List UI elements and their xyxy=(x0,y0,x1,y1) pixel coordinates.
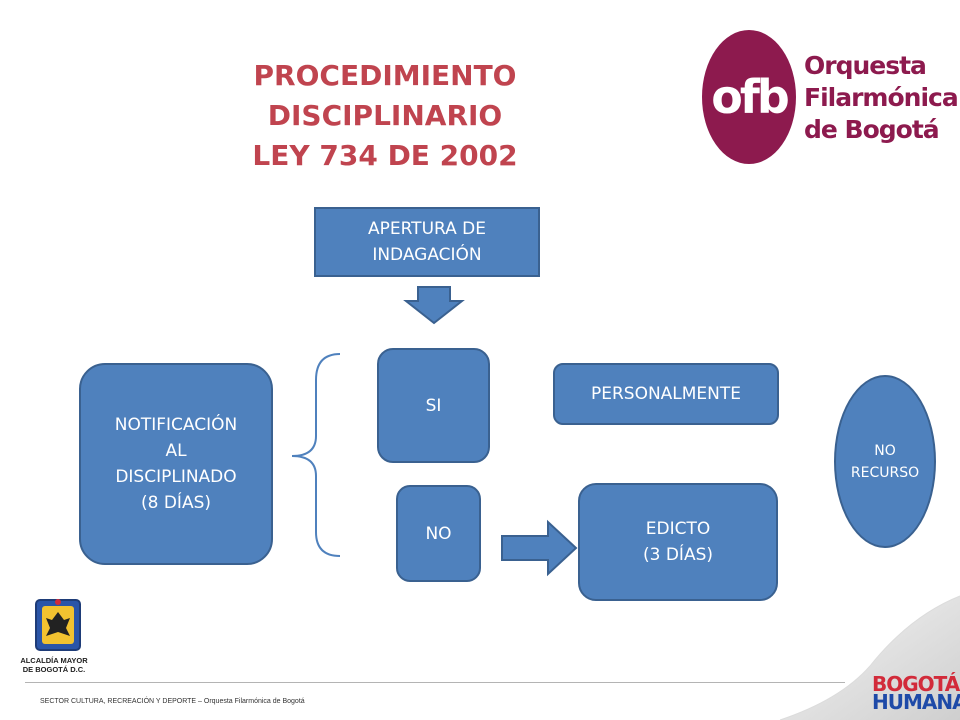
title-line-2: DISCIPLINARIO xyxy=(267,99,503,132)
bogota-logo-line-1: BOGOTÁ xyxy=(872,672,960,696)
down-arrow-icon xyxy=(403,286,465,325)
crest-label-line-1: ALCALDÍA MAYOR xyxy=(20,656,88,665)
node-si-label: SI xyxy=(425,395,442,416)
node-no-label: NO xyxy=(425,523,452,544)
bogota-logo-line-2: HUMANA xyxy=(872,690,960,714)
node-notificacion-line-2: AL xyxy=(165,441,187,461)
node-si: SI xyxy=(377,348,490,463)
node-no-recurso-line-2: RECURSO xyxy=(850,464,920,481)
logo-line-1: Orquesta xyxy=(804,51,927,80)
node-apertura-line-1: APERTURA DE xyxy=(367,219,486,239)
node-apertura-line-2: INDAGACIÓN xyxy=(372,245,482,265)
footer-divider xyxy=(25,682,845,683)
title-line-3: LEY 734 DE 2002 xyxy=(252,139,518,172)
node-notificacion-line-4: (8 DÍAS) xyxy=(140,493,211,513)
node-edicto: EDICTO (3 DÍAS) xyxy=(578,483,778,601)
right-arrow-icon xyxy=(501,519,578,577)
node-personalmente: PERSONALMENTE xyxy=(553,363,779,425)
crest-icon xyxy=(35,599,81,651)
title-line-1: PROCEDIMIENTO xyxy=(253,59,517,92)
page-title: PROCEDIMIENTO DISCIPLINARIO LEY 734 DE 2… xyxy=(180,56,590,176)
ofb-logo-text: Orquesta Filarmónica de Bogotá xyxy=(804,50,959,146)
node-no-recurso-line-1: NO xyxy=(874,442,896,459)
logo-line-2: Filarmónica xyxy=(804,83,959,112)
node-edicto-line-1: EDICTO xyxy=(645,519,711,539)
logo-line-3: de Bogotá xyxy=(804,115,940,144)
page-curl-decoration xyxy=(779,595,960,720)
node-no: NO xyxy=(396,485,481,582)
brace-connector xyxy=(291,353,341,557)
node-notificacion: NOTIFICACIÓN AL DISCIPLINADO (8 DÍAS) xyxy=(79,363,273,565)
crest-label: ALCALDÍA MAYOR DE BOGOTÁ D.C. xyxy=(14,656,94,674)
bogota-humana-logo: BOGOTÁ HUMANA xyxy=(868,672,960,720)
node-notificacion-line-3: DISCIPLINADO xyxy=(115,467,237,487)
ofb-logo-mark: ofb xyxy=(702,30,796,164)
footer-text: SECTOR CULTURA, RECREACIÓN Y DEPORTE – O… xyxy=(40,698,305,705)
node-personalmente-label: PERSONALMENTE xyxy=(590,384,742,404)
crest-label-line-2: DE BOGOTÁ D.C. xyxy=(22,665,86,674)
node-edicto-line-2: (3 DÍAS) xyxy=(642,545,713,565)
node-apertura: APERTURA DE INDAGACIÓN xyxy=(314,207,540,277)
ofb-logo: ofb Orquesta Filarmónica de Bogotá xyxy=(700,30,959,170)
node-notificacion-line-1: NOTIFICACIÓN xyxy=(114,415,238,435)
node-no-recurso: NO RECURSO xyxy=(834,375,936,548)
